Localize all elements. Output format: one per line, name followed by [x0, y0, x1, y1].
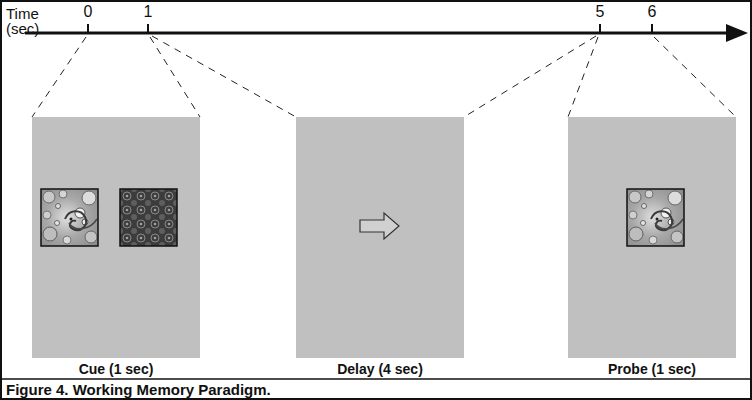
figure-caption: Figure 4. Working Memory Paradigm. — [6, 381, 271, 398]
tick-label: 0 — [84, 3, 93, 21]
tick-label: 5 — [596, 3, 605, 21]
stimulus-panel: Cue (1 sec) — [32, 117, 200, 358]
axis-title: Time (sec) — [6, 6, 39, 36]
panel-label: Delay (4 sec) — [296, 361, 464, 377]
tick-label: 1 — [144, 3, 153, 21]
panel-label: Cue (1 sec) — [32, 361, 200, 377]
stimulus-panel: Probe (1 sec) — [568, 117, 736, 358]
panel-label: Probe (1 sec) — [568, 361, 736, 377]
tick-label: 6 — [648, 3, 657, 21]
stimulus-panel: Delay (4 sec) — [296, 117, 464, 358]
